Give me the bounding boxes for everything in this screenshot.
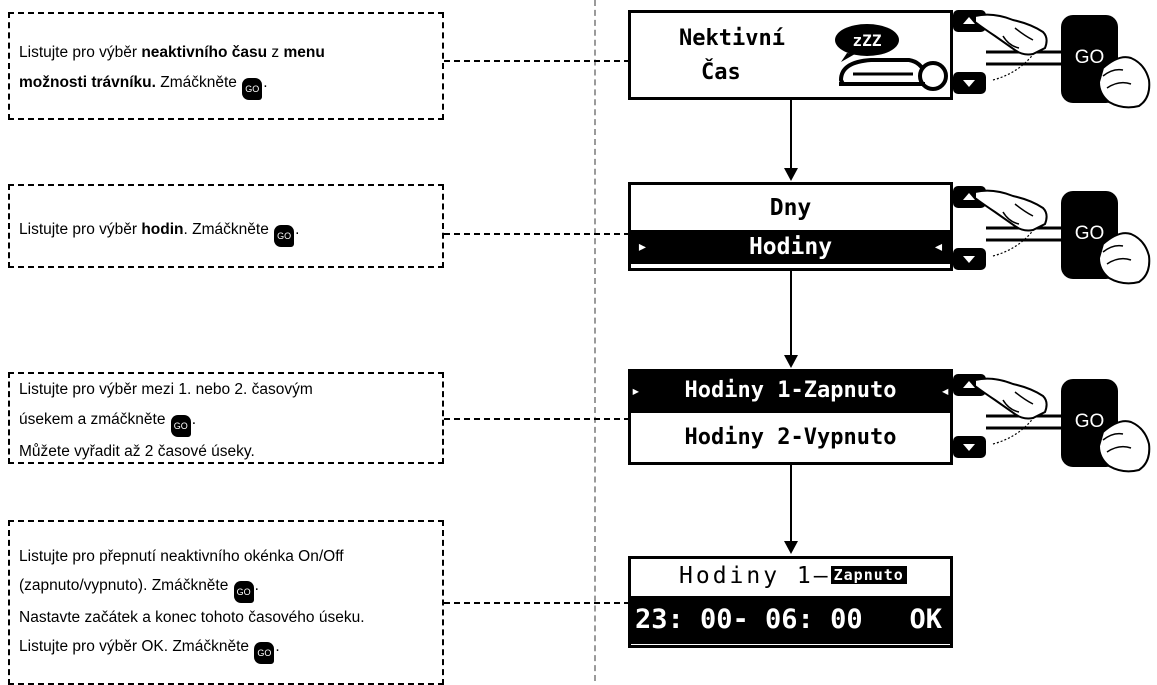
instruction-text-2: Listujte pro výběr hodin. Zmáčkněte GO. — [19, 220, 299, 247]
controls-step-3: GO — [953, 370, 1153, 470]
go-button-icon: GO — [254, 642, 274, 664]
instruction-run: Listujte pro přepnutí neaktivního okénka… — [19, 548, 344, 565]
instruction-run: Listujte pro výběr OK. Zmáčkněte — [19, 638, 253, 655]
screen4-label: Hodiny 1– — [679, 563, 831, 589]
go-button-icon: GO — [171, 415, 191, 437]
screen-hour-edit: Hodiny 1–Zapnuto 23: 00- 06: 00 OK — [628, 556, 953, 648]
screen2-row-days: Dny — [631, 191, 950, 225]
instruction-run: . — [275, 638, 279, 655]
screen4-state: Zapnuto — [831, 566, 907, 584]
instruction-line: Listujte pro výběr mezi 1. nebo 2. časov… — [19, 375, 313, 405]
screen-inactive-time: Nektivní Čas zZZ — [628, 10, 953, 100]
flow-arrow-3-line — [790, 465, 792, 543]
selector-left-icon: ▸ — [631, 369, 641, 413]
pointing-hand-icon — [953, 370, 1157, 474]
screen3-slot2: Hodiny 2-Vypnuto — [631, 418, 950, 458]
instruction-line: Nastavte začátek a konec tohoto časového… — [19, 603, 365, 632]
screen2-row-hours-selected: ▸ Hodiny ◂ — [631, 230, 950, 264]
flow-arrow-1-line — [790, 100, 792, 170]
flow-arrow-1-head — [784, 168, 798, 181]
go-button-icon: GO — [242, 78, 262, 100]
instruction-run: Můžete vyřadit až 2 časové úseky. — [19, 443, 255, 460]
instruction-text-1: Listujte pro výběr neaktivního času z me… — [19, 38, 325, 100]
screen4-time-row: 23: 00- 06: 00 OK — [631, 596, 950, 644]
instruction-keyword: hodin — [141, 221, 183, 238]
instruction-run: Listujte pro výběr — [19, 221, 141, 238]
go-button-icon: GO — [234, 581, 254, 603]
instruction-run: z — [267, 44, 283, 61]
zzz-text: zZZ — [853, 31, 882, 50]
controls-step-2: GO — [953, 182, 1153, 282]
instruction-line: Můžete vyřadit až 2 časové úseky. — [19, 437, 313, 467]
instruction-line: Listujte pro přepnutí neaktivního okénka… — [19, 542, 365, 571]
instruction-text-4: Listujte pro přepnutí neaktivního okénka… — [19, 542, 365, 664]
instruction-run: . — [192, 411, 196, 428]
screen1-line2: Čas — [701, 60, 741, 85]
pointing-hand-icon — [953, 182, 1157, 286]
connector-1 — [444, 60, 630, 62]
connector-3 — [444, 418, 630, 420]
screen4-ok: OK — [909, 596, 942, 644]
screen2-hours-label: Hodiny — [749, 234, 832, 260]
instruction-keyword: neaktivního času — [141, 44, 267, 61]
instruction-run: úsekem a zmáčkněte — [19, 411, 170, 428]
screen1-line1: Nektivní — [679, 26, 785, 51]
instruction-line: úsekem a zmáčkněte GO. — [19, 405, 313, 437]
instruction-line: (zapnuto/vypnuto). Zmáčkněte GO. — [19, 571, 365, 603]
selector-right-icon: ◂ — [933, 230, 944, 264]
controls-step-1: GO — [953, 6, 1153, 106]
instruction-run: Listujte pro výběr mezi 1. nebo 2. časov… — [19, 381, 313, 398]
instruction-line: Listujte pro výběr hodin. Zmáčkněte GO. — [19, 220, 299, 247]
instruction-keyword: menu — [283, 44, 324, 61]
instruction-run: . — [295, 221, 299, 238]
instruction-run: . Zmáčkněte — [184, 221, 274, 238]
instruction-line: Listujte pro výběr neaktivního času z me… — [19, 38, 325, 68]
mower-sleep-icon: zZZ — [829, 18, 949, 96]
instruction-line: možnosti trávníku. Zmáčkněte GO. — [19, 68, 325, 100]
connector-4 — [444, 602, 630, 604]
screen4-header: Hodiny 1–Zapnuto — [679, 563, 907, 589]
screen3-slot1-label: Hodiny 1-Zapnuto — [685, 378, 897, 403]
screen3-slot1-selected: ▸ Hodiny 1-Zapnuto ◂ — [628, 369, 953, 413]
screen-hour-slots: ▸ Hodiny 1-Zapnuto ◂ Hodiny 2-Vypnuto — [628, 369, 953, 465]
instruction-run: . — [263, 74, 267, 91]
selector-right-icon: ◂ — [940, 369, 950, 413]
pointing-hand-icon — [953, 6, 1157, 110]
connector-2 — [444, 233, 630, 235]
center-divider — [594, 0, 596, 681]
instruction-text-3: Listujte pro výběr mezi 1. nebo 2. časov… — [19, 375, 313, 467]
instruction-keyword: možnosti trávníku. — [19, 74, 156, 91]
go-button-icon: GO — [274, 225, 294, 247]
instruction-run: Listujte pro výběr — [19, 44, 141, 61]
flow-arrow-3-head — [784, 541, 798, 554]
screen4-time-range: 23: 00- 06: 00 — [635, 596, 863, 644]
instruction-run: (zapnuto/vypnuto). Zmáčkněte — [19, 577, 233, 594]
instruction-line: Listujte pro výběr OK. Zmáčkněte GO. — [19, 632, 365, 664]
flow-arrow-2-head — [784, 355, 798, 368]
instruction-run: Nastavte začátek a konec tohoto časového… — [19, 609, 365, 626]
instruction-run: . — [255, 577, 259, 594]
instruction-run: Zmáčkněte — [156, 74, 241, 91]
screen-days-hours: Dny ▸ Hodiny ◂ — [628, 182, 953, 271]
selector-left-icon: ▸ — [637, 230, 648, 264]
flow-arrow-2-line — [790, 271, 792, 357]
